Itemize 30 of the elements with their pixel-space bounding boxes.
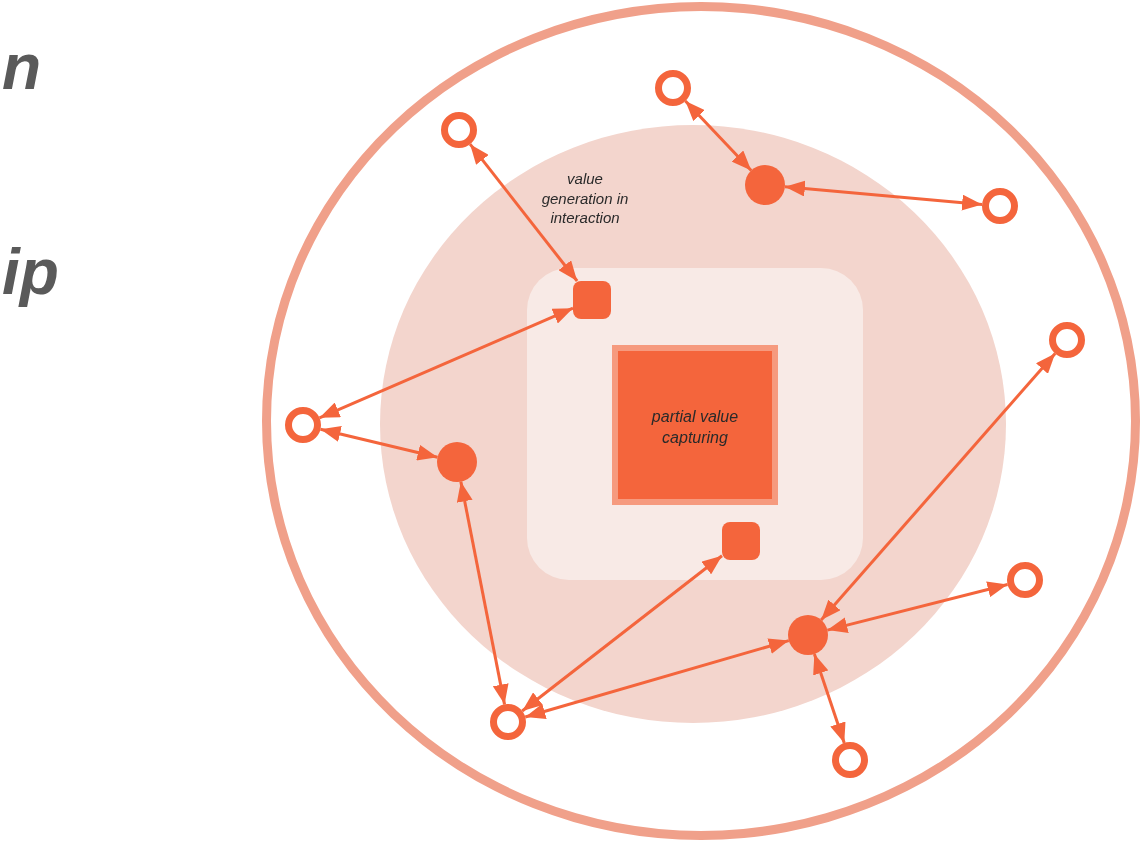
hollow-circle — [1007, 562, 1043, 598]
filled-circle — [788, 615, 828, 655]
rounded-panel — [527, 268, 863, 580]
double-arrow — [320, 426, 438, 461]
double-arrow — [827, 581, 1008, 633]
double-arrow — [784, 180, 983, 211]
hollow-circle — [441, 112, 477, 148]
filled-circle — [437, 442, 477, 482]
hollow-circle — [490, 704, 526, 740]
double-arrow — [684, 100, 753, 172]
hollow-circle — [1049, 322, 1085, 358]
double-arrow — [524, 638, 790, 720]
hollow-circle — [982, 188, 1018, 224]
double-arrow — [468, 143, 579, 282]
area-label: value generation in interaction — [540, 169, 630, 228]
hollow-circle — [285, 407, 321, 443]
outer-ring — [262, 2, 1140, 840]
filled-circle — [745, 165, 785, 205]
double-arrow — [820, 352, 1057, 621]
double-arrow — [456, 481, 509, 705]
double-arrow — [812, 653, 846, 744]
core-square — [612, 345, 778, 505]
core-label: partial value capturing — [650, 407, 740, 448]
small-square — [573, 281, 611, 319]
double-arrow — [318, 306, 574, 420]
hollow-circle — [832, 742, 868, 778]
double-arrow — [521, 554, 723, 713]
hollow-circle — [655, 70, 691, 106]
heading-fragment: n — [2, 35, 42, 99]
small-square — [722, 522, 760, 560]
